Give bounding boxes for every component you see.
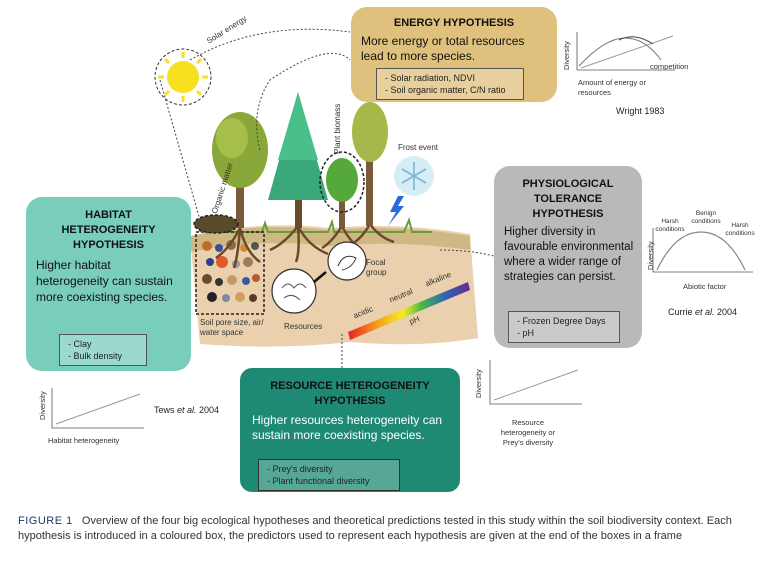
- resources-label: Resources: [284, 322, 323, 331]
- resource-body: Higher resources heterogeneity can susta…: [252, 413, 443, 442]
- physio-predictors: Frozen Degree Days pH: [508, 311, 620, 343]
- lightning-icon: [388, 196, 404, 226]
- physio-graph-ylabel: Diversity: [646, 241, 655, 270]
- organic-matter-ring: [193, 214, 239, 234]
- physio-graph-harsh-right: Harsh conditions: [725, 222, 755, 237]
- habitat-predictor-1: Clay: [68, 338, 140, 350]
- energy-graph-xlabel: Amount of energy or resources: [578, 78, 646, 97]
- physio-ref-author: Currie: [668, 307, 696, 317]
- resources-icon: [271, 268, 317, 314]
- physio-hypothesis-box: PHYSIOLOGICAL TOLERANCE HYPOTHESIS Highe…: [494, 166, 642, 348]
- physio-graph: [652, 228, 753, 273]
- habitat-body: Higher habitat heterogeneity can sustain…: [36, 258, 173, 304]
- plant-biomass-label: Plant biomass: [333, 103, 342, 154]
- habitat-hypothesis-box: HABITAT HETEROGENEITY HYPOTHESIS Higher …: [26, 197, 191, 371]
- energy-graph-ylabel: Diversity: [562, 41, 571, 70]
- physio-predictor-2: pH: [517, 327, 613, 339]
- physio-graph-xlabel: Abiotic factor: [683, 282, 727, 291]
- physio-body: Higher diversity in favourable environme…: [504, 226, 634, 283]
- soil-particles: [202, 240, 260, 302]
- roots: [215, 223, 395, 269]
- soil-scene: [154, 28, 495, 368]
- resource-title: RESOURCE HETEROGENEITY HYPOTHESIS: [270, 380, 430, 407]
- focal-group-label: Focal group: [366, 258, 387, 277]
- sun-icon: [154, 48, 212, 106]
- resource-predictor-1: Prey's diversity: [267, 463, 393, 475]
- energy-title: ENERGY HYPOTHESIS: [393, 17, 515, 29]
- habitat-graph: [51, 388, 144, 429]
- physio-title: PHYSIOLOGICAL TOLERANCE HYPOTHESIS: [522, 178, 614, 220]
- habitat-title: HABITAT HETEROGENEITY HYPOTHESIS: [61, 209, 156, 251]
- energy-predictor-1: Solar radiation, NDVI: [385, 72, 517, 84]
- habitat-ref-etal: et al.: [177, 405, 197, 415]
- resource-predictors: Prey's diversity Plant functional divers…: [258, 459, 400, 491]
- energy-graph: [576, 32, 675, 71]
- habitat-graph-reference: Tews et al. 2004: [154, 405, 219, 415]
- tree-conifer: [268, 92, 328, 228]
- physio-graph-harsh-left: Harsh conditions: [655, 218, 685, 233]
- soil-pore-label: Soil pore size, air/ water space: [200, 318, 264, 337]
- tree-right: [352, 102, 388, 226]
- resource-predictor-2: Plant functional diversity: [267, 475, 393, 487]
- energy-body: More energy or total resources lead to m…: [361, 34, 525, 63]
- physio-ref-year: 2004: [714, 307, 738, 317]
- energy-graph-competition: competition: [650, 62, 689, 71]
- resource-graph-xlabel: Resource heterogeneity or Prey's diversi…: [500, 418, 556, 447]
- tree-small-focus: [319, 151, 365, 228]
- ph-gradient-bar: [348, 282, 470, 340]
- plant-biomass-ring: [319, 151, 365, 213]
- resource-hypothesis-box: RESOURCE HETEROGENEITY HYPOTHESIS Higher…: [240, 368, 460, 492]
- resource-graph: [489, 360, 582, 405]
- habitat-predictor-2: Bulk density: [68, 350, 140, 362]
- figure-label: FIGURE 1: [18, 515, 73, 527]
- habitat-ref-year: 2004: [196, 405, 220, 415]
- habitat-graph-xlabel: Habitat heterogeneity: [48, 436, 120, 445]
- figure-caption: FIGURE 1 Overview of the four big ecolog…: [18, 514, 758, 544]
- physio-graph-benign: Benign conditions: [691, 210, 721, 225]
- habitat-predictors: Clay Bulk density: [59, 334, 147, 366]
- habitat-graph-ylabel: Diversity: [38, 391, 47, 420]
- energy-predictor-2: Soil organic matter, C/N ratio: [385, 84, 517, 96]
- physio-ref-etal: et al.: [695, 307, 715, 317]
- energy-graph-reference: Wright 1983: [616, 106, 665, 116]
- energy-predictors: Solar radiation, NDVI Soil organic matte…: [376, 68, 524, 100]
- frost-event-label: Frost event: [398, 143, 439, 152]
- energy-hypothesis-box: ENERGY HYPOTHESIS More energy or total r…: [351, 7, 557, 102]
- resource-graph-ylabel: Diversity: [474, 369, 483, 398]
- physio-predictor-1: Frozen Degree Days: [517, 315, 613, 327]
- tree-left: [212, 112, 268, 228]
- physio-graph-reference: Currie et al. 2004: [668, 307, 737, 317]
- focal-group-icon: [327, 241, 367, 281]
- caption-text: Overview of the four big ecological hypo…: [18, 515, 732, 542]
- habitat-ref-author: Tews: [154, 405, 178, 415]
